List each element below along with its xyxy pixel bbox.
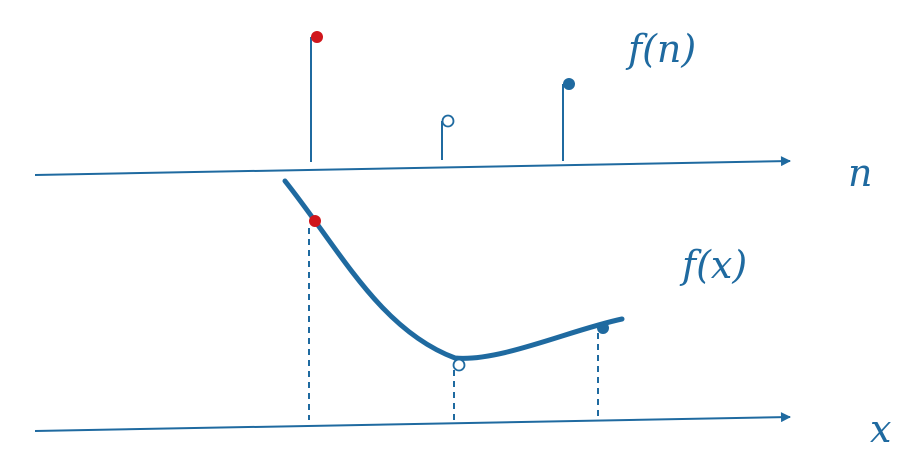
fx-label: f(x) bbox=[679, 243, 747, 287]
n-axis bbox=[34, 156, 791, 176]
x-axis-label: x bbox=[870, 407, 891, 451]
discrete-panel: f(n) n bbox=[34, 27, 872, 195]
curve-marker-filled bbox=[597, 322, 609, 334]
sample-marker-filled bbox=[563, 78, 575, 90]
sample-marker-red bbox=[311, 31, 323, 43]
sample-marker-open bbox=[441, 114, 455, 128]
curve-marker-open bbox=[452, 358, 466, 372]
n-axis-label: n bbox=[848, 151, 872, 195]
curve-marker-red bbox=[309, 215, 321, 227]
continuous-curve bbox=[282, 178, 625, 361]
x-axis bbox=[34, 412, 791, 432]
fn-label: f(n) bbox=[625, 27, 696, 71]
continuous-panel: f(x) x bbox=[34, 178, 891, 451]
